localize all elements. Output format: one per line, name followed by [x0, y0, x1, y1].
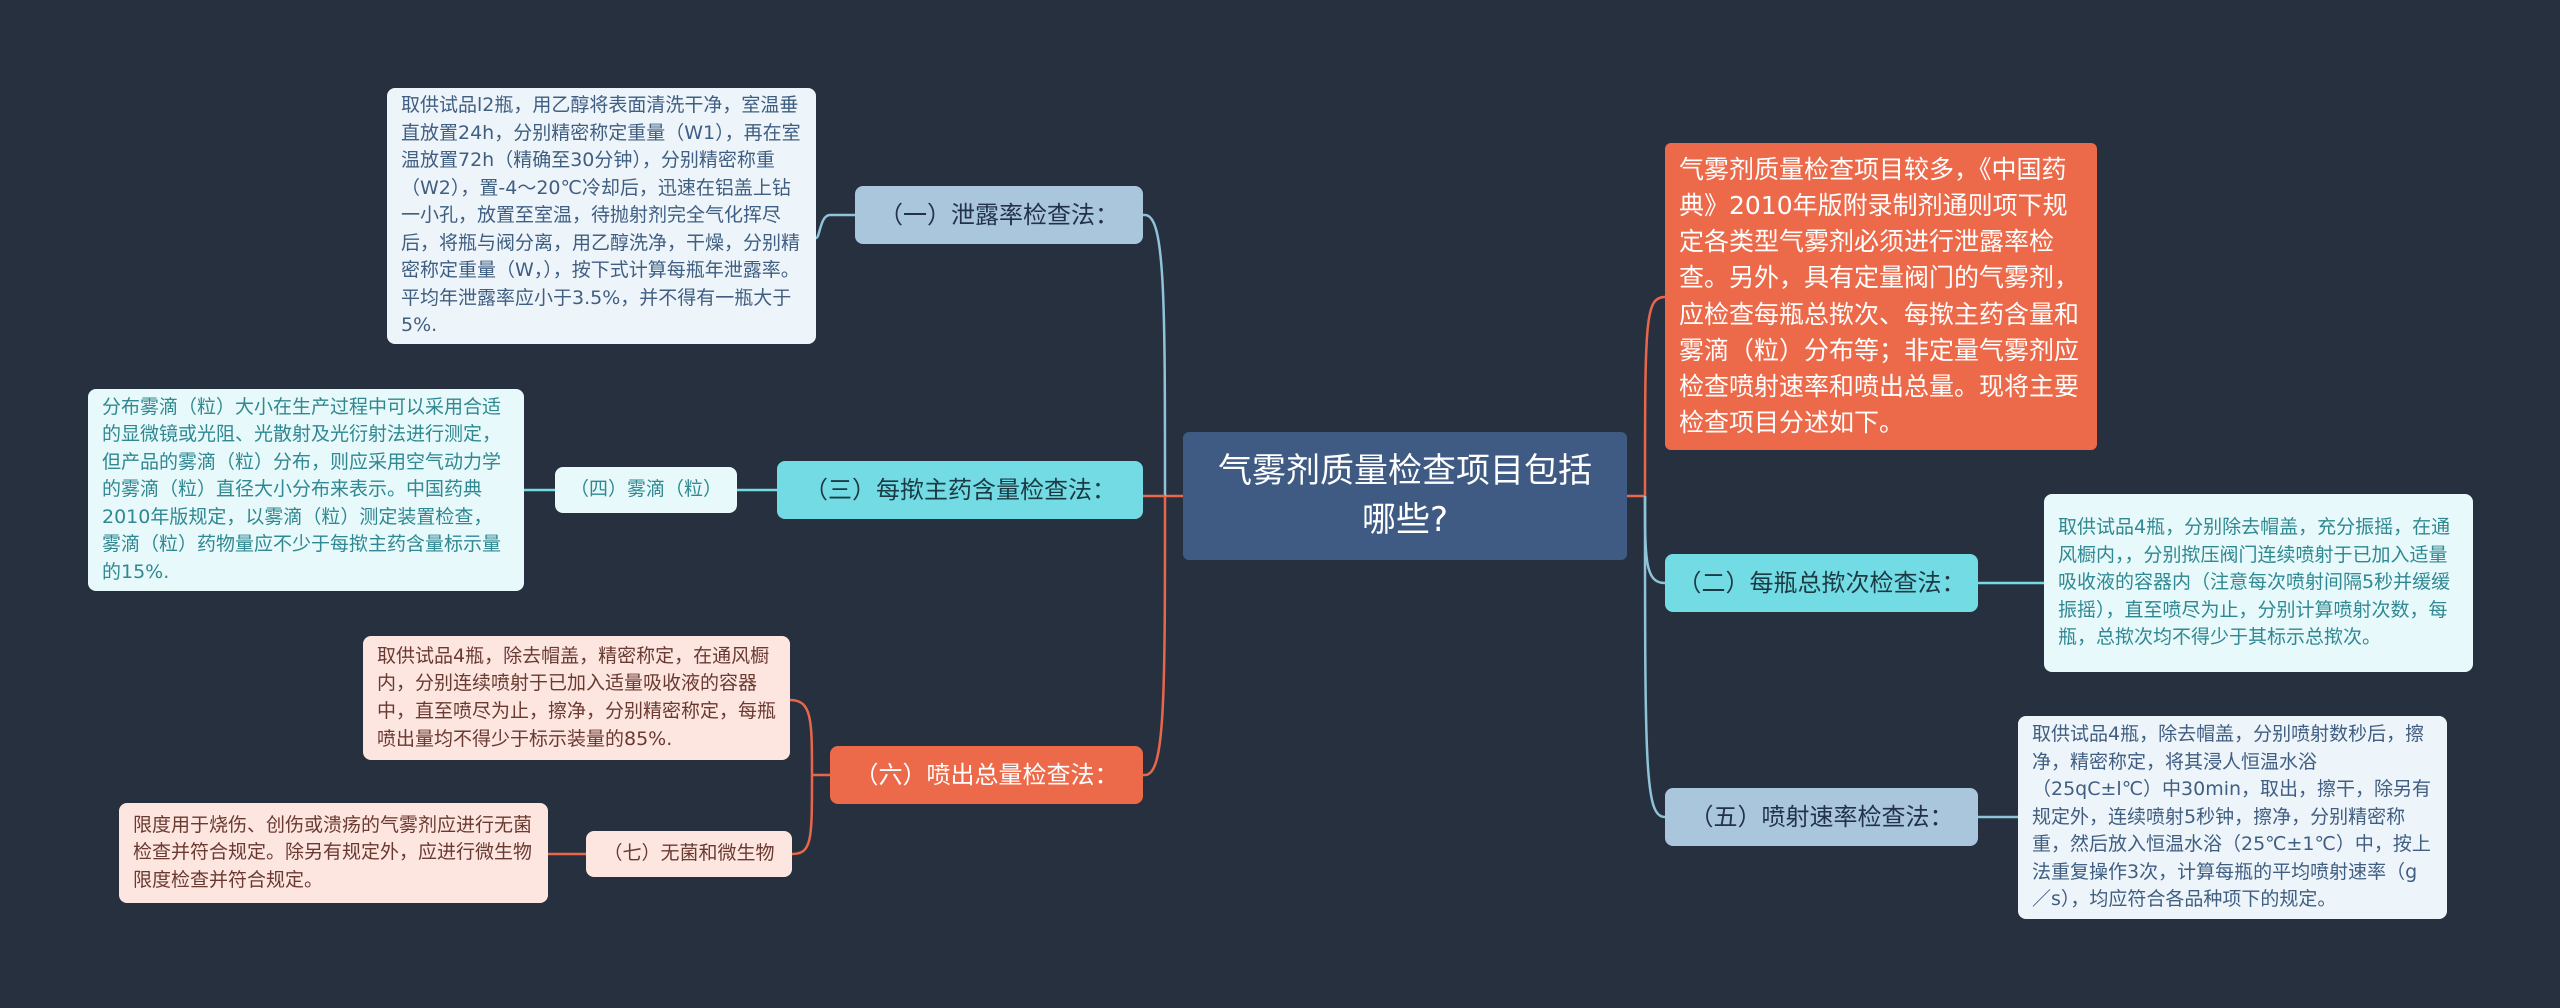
intro-text[interactable]: 气雾剂质量检查项目较多，《中国药典》2010年版附录制剂通则项下规定各类型气雾剂… [1665, 143, 2097, 450]
rate-detail[interactable]: 取供试品4瓶，除去帽盖，分别喷射数秒后，擦净，精密称定，将其浸人恒温水浴（25q… [2018, 716, 2447, 919]
branch-leak-label: （一）泄露率检查法： [879, 200, 1119, 229]
link-left-output [1143, 495, 1167, 777]
link-leak-detail [815, 213, 855, 240]
leak-test-detail[interactable]: 取供试品l2瓶，用乙醇将表面清洗干净，室温垂直放置24h，分别精密称定重量（W1… [387, 88, 816, 344]
link-output-sub [791, 774, 814, 856]
sub-droplet[interactable]: （四）雾滴（粒） [555, 467, 737, 513]
root-topic[interactable]: 气雾剂质量检查项目包括哪些? [1183, 432, 1627, 560]
link-right-count [1643, 495, 1666, 585]
link-right-intro [1643, 295, 1666, 497]
sub-sterility[interactable]: （七）无菌和微生物 [586, 831, 792, 877]
branch-output-label: （六）喷出总量检查法： [854, 760, 1119, 789]
output-detail[interactable]: 取供试品4瓶，除去帽盖，精密称定，在通风橱内，分别连续喷射于已加入适量吸收液的容… [363, 636, 790, 760]
branch-count-test[interactable]: （二）每瓶总揿次检查法： [1665, 554, 1978, 612]
link-left-leak [1143, 213, 1167, 497]
branch-rate-test[interactable]: （五）喷射速率检查法： [1665, 788, 1978, 846]
branch-dose-test[interactable]: （三）每揿主药含量检查法： [777, 461, 1143, 519]
branch-rate-label: （五）喷射速率检查法： [1689, 802, 1954, 831]
branch-dose-label: （三）每揿主药含量检查法： [804, 475, 1116, 504]
branch-count-label: （二）每瓶总揿次检查法： [1677, 568, 1966, 597]
branch-leak-test[interactable]: （一）泄露率检查法： [855, 186, 1143, 244]
root-title: 气雾剂质量检查项目包括哪些? [1218, 450, 1592, 540]
droplet-detail[interactable]: 分布雾滴（粒）大小在生产过程中可以采用合适的显微镜或光阻、光散射及光衍射法进行测… [88, 389, 524, 591]
link-right-rate [1643, 495, 1666, 819]
sterility-detail[interactable]: 限度用于烧伤、创伤或溃疡的气雾剂应进行无菌检查并符合规定。除另有规定外，应进行微… [119, 803, 548, 903]
link-output-detail [789, 698, 814, 776]
branch-output-test[interactable]: （六）喷出总量检查法： [830, 746, 1143, 804]
count-detail[interactable]: 取供试品4瓶，分别除去帽盖，充分振摇，在通风橱内，，分别揿压阀门连续喷射于已加入… [2044, 494, 2473, 672]
